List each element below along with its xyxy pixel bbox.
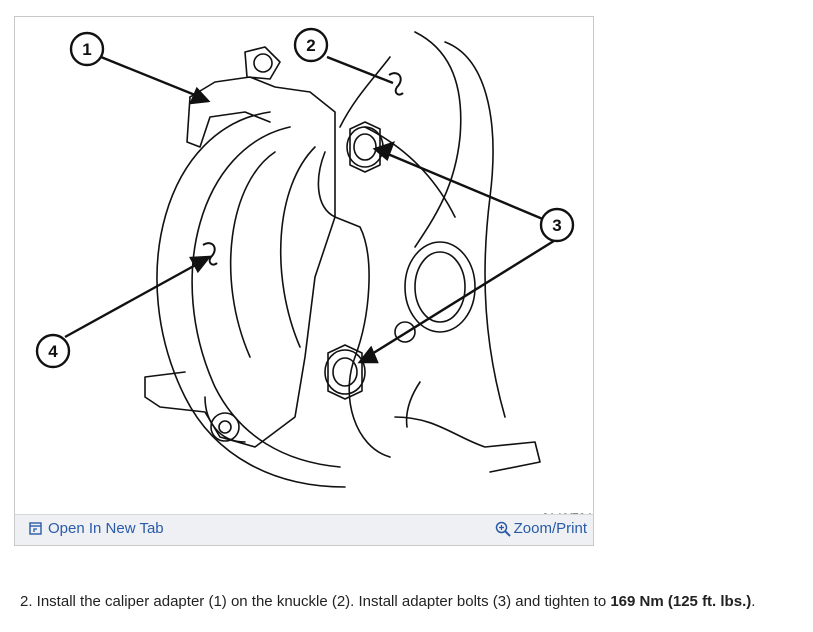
callout-4: 4	[35, 333, 71, 369]
zoom-print-link[interactable]: Zoom/Print	[495, 520, 587, 537]
callout-3: 3	[539, 207, 575, 243]
steering-knuckle	[414, 31, 462, 248]
torque-spec: 169 Nm (125 ft. lbs.)	[610, 593, 752, 610]
caliper-adapter	[144, 76, 336, 448]
svg-text:4: 4	[48, 342, 58, 361]
lower-bolt	[324, 349, 366, 395]
instruction-step: 2. Install the caliper adapter (1) on th…	[20, 593, 755, 610]
zoom-print-label: Zoom/Print	[513, 520, 587, 537]
svg-text:1: 1	[82, 40, 91, 59]
figure-toolbar: Open In New Tab Zoom/Print	[15, 514, 593, 545]
callout-2: 2	[293, 27, 329, 63]
svg-text:3: 3	[552, 216, 561, 235]
caliper-adapter-diagram: 1 2 3 4	[35, 27, 575, 488]
magnifier-icon	[495, 521, 511, 537]
rotor-inner-edge	[191, 126, 341, 468]
svg-text:2: 2	[306, 36, 315, 55]
instruction-text: 2. Install the caliper adapter (1) on th…	[20, 593, 611, 610]
rotor-outline	[156, 111, 346, 488]
open-new-tab-icon	[29, 522, 42, 535]
figure-frame: 1 2 3 4 8140f704 Open In New Tab	[14, 16, 594, 546]
callout-1: 1	[69, 31, 105, 67]
open-in-new-tab-label: Open In New Tab	[48, 520, 164, 537]
instruction-end: .	[751, 593, 756, 610]
open-in-new-tab-link[interactable]: Open In New Tab	[29, 520, 164, 537]
